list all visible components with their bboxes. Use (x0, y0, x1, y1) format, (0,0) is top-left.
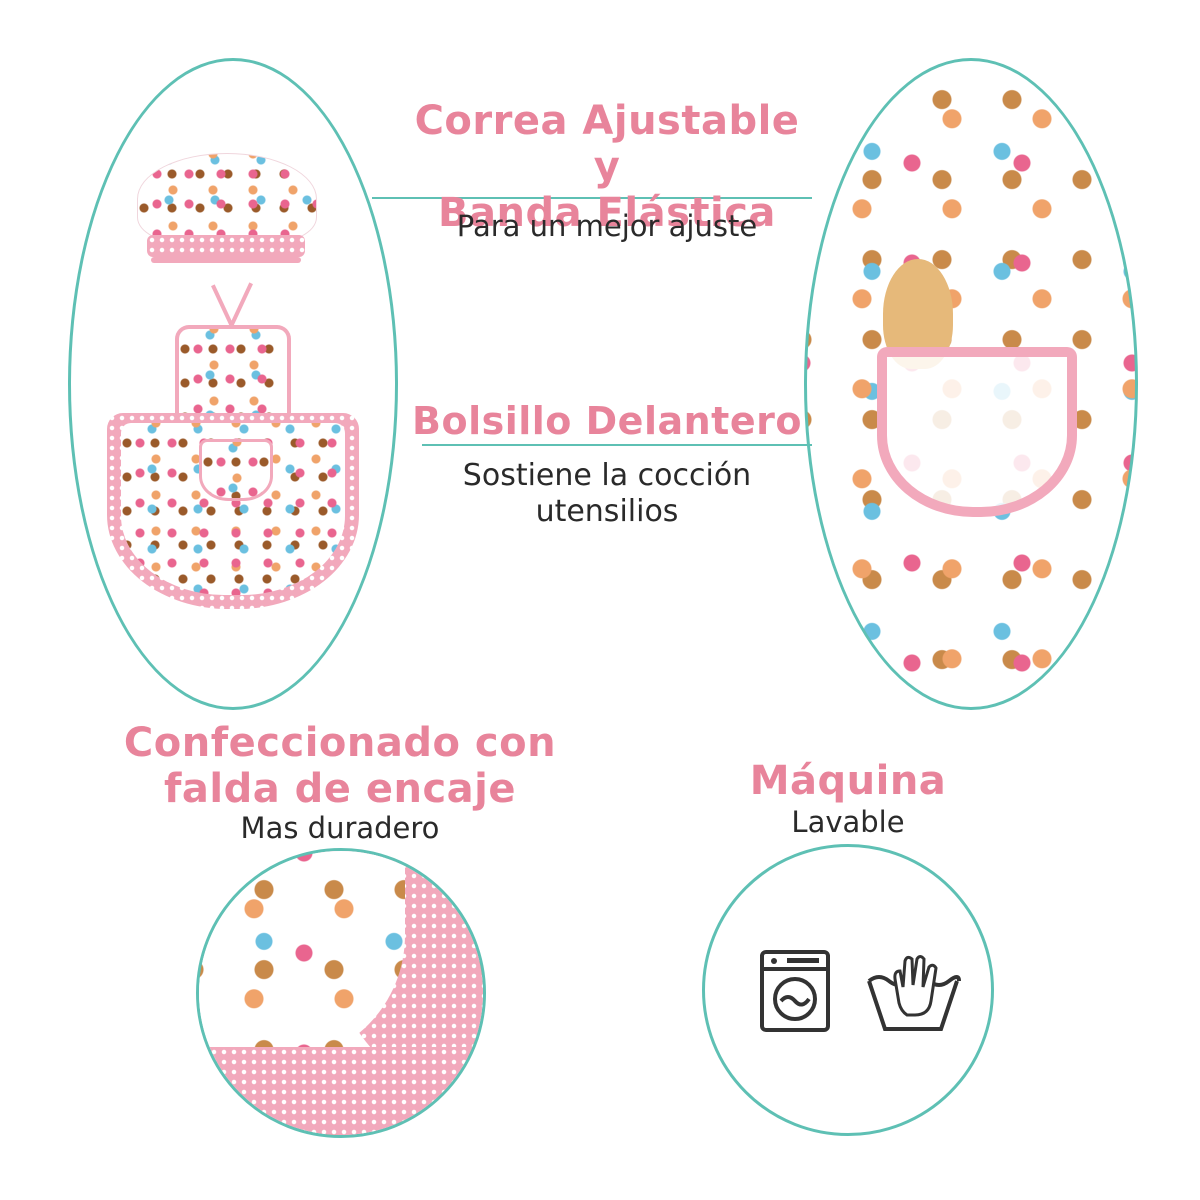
neck-strap-2 (229, 282, 253, 328)
feature-subtitle-strap: Para un mejor ajuste (456, 209, 758, 243)
feature-subtitle-lace: Mas duradero (240, 811, 440, 845)
washing-machine-icon (760, 950, 830, 1032)
washable-circle (702, 844, 994, 1136)
connector-line-pocket (422, 444, 812, 446)
feature-subtitle-pocket: Sostiene la cocción utensilios (462, 458, 752, 529)
front-pocket-image (877, 347, 1077, 517)
apron-pocket (199, 439, 273, 501)
lace-skirt-circle (196, 848, 486, 1138)
pocket-closeup-oval (804, 58, 1138, 710)
chef-hat-image (137, 153, 317, 271)
apron-set-oval (68, 58, 398, 710)
hand-wash-icon (867, 955, 961, 1031)
feature-title-strap: Correa Ajustable y Banda Elástica (414, 98, 800, 236)
feature-subtitle-machine: Lavable (791, 805, 905, 839)
connector-line-strap (372, 197, 812, 199)
feature-title-pocket: Bolsillo Delantero (412, 399, 802, 443)
feature-title-lace: Confeccionado con falda de encaje (123, 720, 557, 812)
feature-title-machine: Máquina (749, 758, 947, 804)
